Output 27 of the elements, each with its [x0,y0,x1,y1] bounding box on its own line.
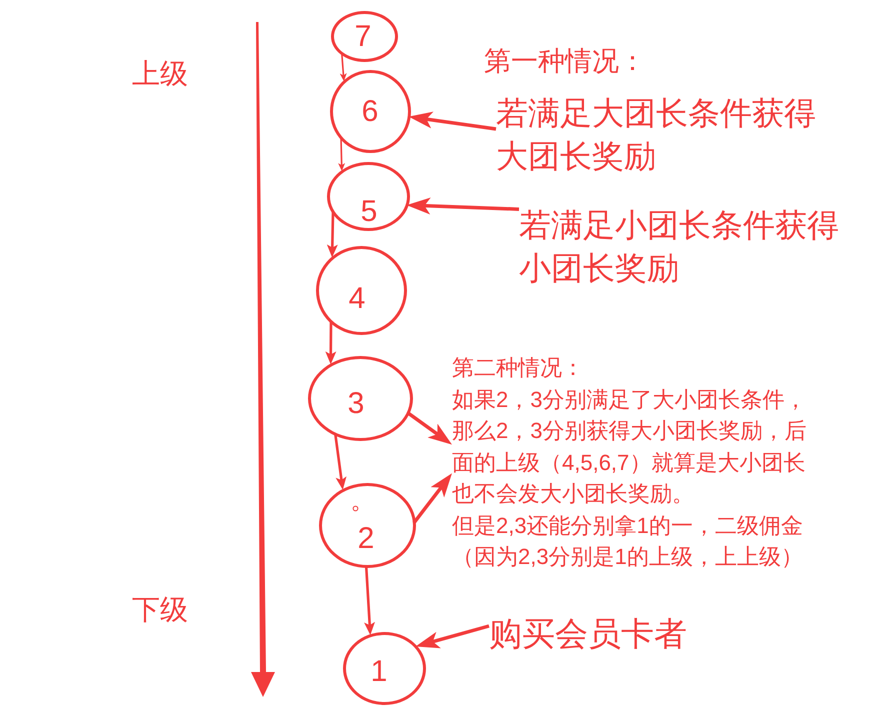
paragraph-text: 如果2，3分别满足了大小团长条件，那么2，3分别获得大小团长奖励，后面的上级（4,5,6,7）就算是大小团长也不会发大小团长奖励。 [452,386,808,508]
numbered-circle: 6 [330,70,410,152]
level-label: 下级 [132,593,188,627]
numbered-circle: 5 [326,162,410,230]
arrow [334,434,347,490]
arrow [412,472,454,524]
numbered-circle: 2 [318,482,416,568]
arrow [340,53,347,82]
heading-text: 第一种情况： [484,45,646,78]
arrow [415,624,490,648]
numbered-circle: 1 [342,632,426,704]
level-label: 上级 [132,57,188,91]
arrow [338,138,346,172]
annotation-text: 若满足大团长条件获得大团长奖励 [496,92,832,178]
paragraph-text: 但是2,3还能分别拿1的一，二级佣金（因为2,3分别是1的上级，上上级） [452,512,804,571]
arrow [364,566,376,636]
arrow [326,212,338,258]
numbered-circle: 4 [316,246,406,334]
numbered-circle: 3 [308,356,412,440]
annotation-text: 购买会员卡者 [489,614,699,654]
arrow [406,197,520,214]
arrow [408,112,496,131]
numbered-circle: 7 [330,10,398,62]
annotation-text: 若满足小团长条件获得小团长奖励 [519,204,855,290]
arrow [406,411,454,446]
heading-text: 第二种情况： [452,354,585,382]
arrow [325,321,336,364]
